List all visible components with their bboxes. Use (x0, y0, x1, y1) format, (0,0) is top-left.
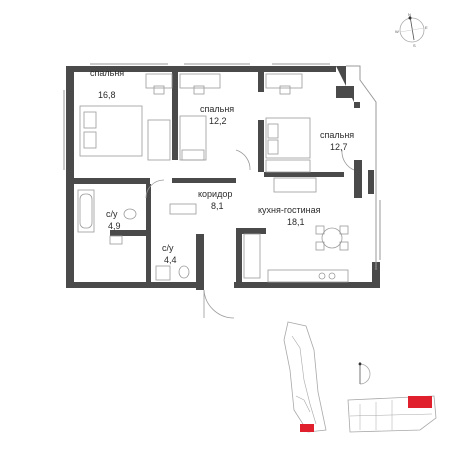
room-labels: спальня 16,8 спальня 12,2 спальня 12,7 к… (90, 68, 354, 265)
kitchen-counter (267, 269, 349, 283)
compass-icon: N E S W (395, 12, 428, 48)
compass-letter: S (413, 43, 416, 48)
compass-letter: W (395, 29, 399, 34)
keyplan-compass-icon (358, 362, 371, 385)
room-area: 4,9 (108, 221, 121, 231)
room-name: спальня (320, 130, 354, 140)
room-area: 16,8 (98, 90, 116, 100)
compass-letter: E (425, 25, 428, 30)
room-area: 12,2 (209, 116, 227, 126)
walls (66, 66, 380, 290)
room-name: коридор (198, 189, 232, 199)
windows (63, 63, 381, 270)
bed-12-7 (265, 117, 311, 159)
keyplan-highlight (300, 424, 314, 432)
room-area: 18,1 (287, 217, 305, 227)
double-bed (79, 105, 143, 157)
keyplan-highlight (408, 396, 432, 408)
room-area: 4,4 (164, 255, 177, 265)
furniture (77, 73, 355, 319)
room-name: спальня (90, 68, 124, 78)
room-name: кухня-гостиная (258, 205, 321, 215)
room-area: 12,7 (330, 142, 348, 152)
sofa (273, 177, 317, 193)
room-name: спальня (200, 104, 234, 114)
compass-letter: N (408, 12, 411, 17)
room-name: с/у (162, 243, 174, 253)
keyplan-building-left (283, 321, 327, 433)
room-area: 8,1 (211, 201, 224, 211)
key-plan (283, 321, 437, 433)
bathtub (77, 189, 95, 233)
room-name: с/у (106, 209, 118, 219)
single-bed (179, 115, 207, 161)
